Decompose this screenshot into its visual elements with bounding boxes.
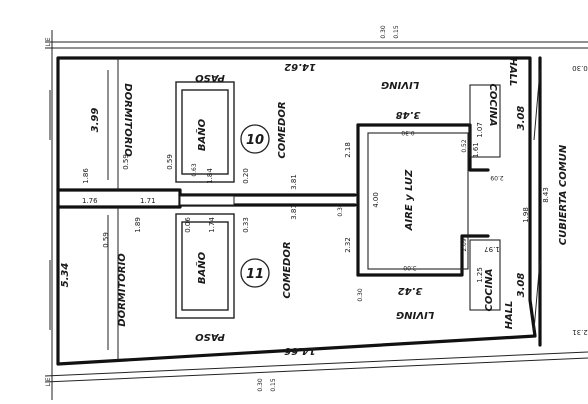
living-wall-bottom: 3.00: [403, 264, 417, 271]
right-wall-dim: 1.98: [522, 207, 530, 223]
paso-bottom: PASO: [195, 331, 225, 342]
shaft: [179, 195, 235, 206]
bath-top-inner: [181, 89, 229, 175]
living-bottom: LIVING: [396, 309, 434, 320]
edge-c: 0.30: [257, 378, 264, 392]
bano-w-top: 1.84: [206, 168, 214, 184]
cubierta-width: 8.43: [542, 187, 550, 203]
courtyard-bottom-wall: [356, 234, 490, 277]
dormitorio-top: DORMITORIO: [122, 83, 133, 157]
bano-w-bottom: 1.74: [208, 217, 216, 233]
unit-divider-left: [56, 188, 182, 209]
passage-b: 1.71: [140, 197, 156, 205]
overall-bottom: 14.66: [284, 345, 316, 356]
le-bottom: L.E: [45, 377, 52, 386]
courtyard-inner: [367, 132, 469, 270]
unit-number-circle-bottom: [240, 258, 270, 288]
bath-bottom-fixture: [175, 213, 235, 319]
hall-top: HALL: [507, 58, 518, 87]
cocina-side-bottom: 2.09: [461, 238, 468, 252]
cocina-side-top: 0.52: [461, 139, 468, 153]
comedor-h-bottom: 2.32: [344, 237, 352, 253]
hall-len-top: 3.08: [516, 106, 527, 131]
hall-bottom: HALL: [504, 301, 515, 330]
property-line-bottom-inner: [44, 357, 588, 383]
unit-number-top: 10: [246, 133, 264, 148]
wall-a-top: 0.59: [122, 154, 130, 170]
corridor-w-top: 0.20: [242, 168, 250, 184]
right-top-dim: 0.30: [572, 64, 588, 72]
unit-number-bottom: 11: [246, 267, 264, 282]
edge-d: 0.15: [270, 378, 277, 392]
living-top: LIVING: [381, 79, 419, 90]
aire-luz-width: 4.00: [372, 192, 380, 208]
cocina-top: COCINA: [487, 83, 498, 126]
dorm-side-bottom: 5.34: [60, 263, 71, 288]
bath-bottom-inner: [181, 221, 229, 311]
edge-b: 0.15: [393, 25, 400, 39]
cocina-w-top: 1.61: [472, 142, 480, 158]
bano-top: BAÑO: [195, 118, 208, 151]
overall-top: 14.62: [284, 61, 316, 72]
dorm-width-bottom: 1.89: [134, 217, 142, 233]
right-bottom-dim: 2.31: [572, 328, 588, 336]
le-top: L.E: [45, 37, 52, 46]
comedor-w-bottom: 3.81: [290, 204, 298, 220]
wall-b-top: 0.59: [166, 154, 174, 170]
bano-h-bottom: 0.06: [184, 217, 192, 233]
bath-top-fixture: [175, 81, 235, 183]
outer-wall: [56, 56, 537, 366]
comedor-bottom: COMEDOR: [282, 241, 293, 298]
aire-luz-label: AIRE y LUZ: [404, 169, 415, 231]
property-line-bottom: [44, 351, 588, 377]
bano-h-top: 0.63: [191, 163, 198, 177]
passage-a: 1.76: [82, 197, 98, 205]
window-marks: [49, 69, 541, 331]
gap-a-bottom: 0.30: [357, 288, 364, 302]
comedor-top: COMEDOR: [277, 101, 288, 158]
dorm-width-top: 1.86: [82, 168, 90, 184]
cocina-corner-top: 2.09: [490, 174, 504, 181]
cocina-h-top: 1.07: [476, 122, 484, 138]
dorm-side-top: 3.99: [90, 108, 101, 133]
cocina-h-bottom: 1.25: [476, 267, 484, 283]
hall-len-bottom: 3.08: [516, 273, 527, 298]
wall-a-bottom: 0.59: [102, 232, 110, 248]
living-wall-top: 0.30: [401, 129, 415, 136]
living-width-bottom: 3.42: [398, 285, 423, 296]
cocina-w-bottom: 1.97: [484, 245, 500, 253]
kitchen-bottom: [469, 239, 501, 311]
unit-number-circle-top: [240, 124, 270, 154]
cocina-bottom: COCINA: [484, 268, 495, 311]
corridor-w-bottom: 0.33: [242, 217, 250, 233]
comedor-h-top: 2.18: [344, 142, 352, 158]
corridor-mid: 0.30: [337, 203, 344, 217]
paso-top: PASO: [195, 72, 225, 83]
living-width-top: 3.48: [396, 109, 421, 120]
comedor-w-top: 3.81: [290, 174, 298, 190]
cubierta-comun: CUBIERTA COMUN: [558, 144, 569, 245]
dormitorio-bottom: DORMITORIO: [117, 253, 128, 327]
bano-bottom: BAÑO: [195, 251, 208, 284]
edge-a: 0.30: [380, 25, 387, 39]
